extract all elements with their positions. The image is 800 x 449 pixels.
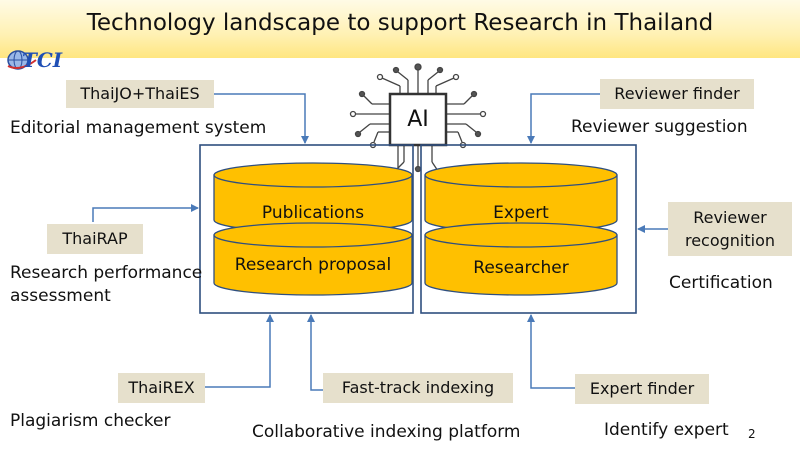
arrow-thairex <box>205 314 274 388</box>
thaijo-tag: ThaiJO+ThaiES <box>66 80 214 108</box>
thairex-tag: ThaiREX <box>118 373 205 403</box>
title-bar <box>0 0 800 58</box>
research-performance-label: Research performance assessment <box>10 263 203 306</box>
editorial-label: Editorial management system <box>10 118 267 138</box>
researcher-label: Researcher <box>473 258 569 278</box>
researcher-drum <box>424 222 618 296</box>
slide-title: Technology landscape to support Research… <box>86 10 714 36</box>
publications-drum <box>213 162 413 233</box>
research-proposal-label: Research proposal <box>234 255 392 275</box>
left-container <box>199 144 414 314</box>
expert-drum <box>424 162 618 233</box>
research-proposal-drum <box>213 222 413 296</box>
reviewer-finder-tag: Reviewer finder <box>600 79 754 109</box>
arrow-thaijo <box>214 93 309 144</box>
right-container <box>420 144 637 314</box>
reviewer-recognition-tag: Reviewer recognition <box>668 202 792 256</box>
expert-finder-tag: Expert finder <box>575 374 709 404</box>
reviewer-suggestion-label: Reviewer suggestion <box>571 117 748 137</box>
arrow-thairap <box>92 204 199 222</box>
logo-text: TCI <box>22 48 63 72</box>
page-number: 2 <box>748 427 756 441</box>
globe-icon <box>7 50 37 70</box>
circuit-chip-icon <box>349 63 487 192</box>
plagiarism-label: Plagiarism checker <box>10 411 171 431</box>
arrow-reviewer-finder <box>527 93 600 144</box>
thairap-tag: ThaiRAP <box>47 224 143 254</box>
arrow-fast-track <box>307 314 323 391</box>
fast-track-tag: Fast-track indexing <box>323 373 513 403</box>
ai-label: AI <box>407 107 429 132</box>
expert-label: Expert <box>493 203 549 223</box>
arrow-expert-finder <box>527 314 575 389</box>
collaborative-label: Collaborative indexing platform <box>252 422 521 442</box>
certification-label: Certification <box>669 273 773 293</box>
publications-label: Publications <box>261 203 365 223</box>
identify-expert-label: Identify expert <box>604 420 729 440</box>
